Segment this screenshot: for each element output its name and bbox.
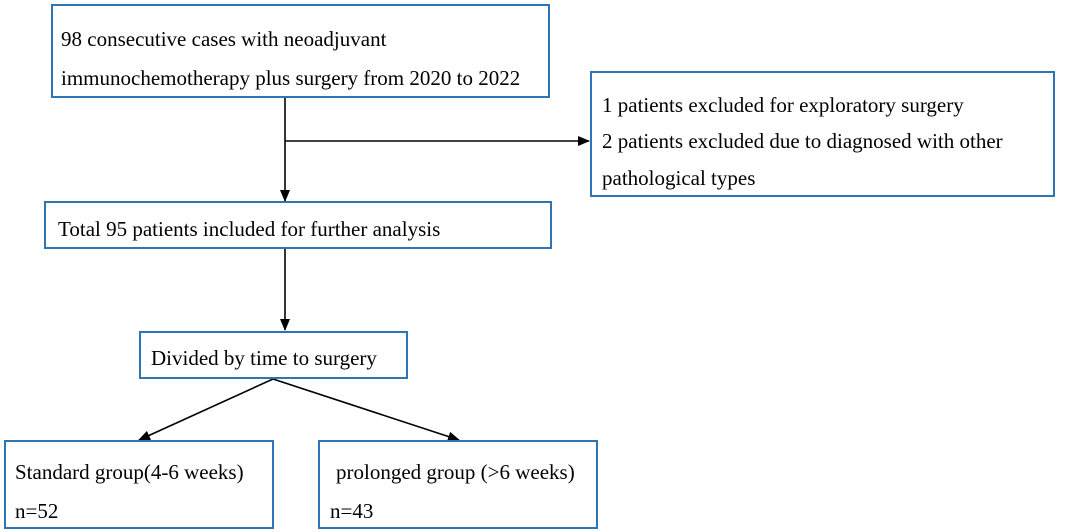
box-divided-by-time: Divided by time to surgery [139, 331, 408, 379]
excluded-line-2: 2 patients excluded due to diagnosed wit… [602, 129, 1003, 153]
excluded-line-3: pathological types [602, 166, 756, 190]
prolonged-line-1: prolonged group (>6 weeks) [336, 460, 575, 484]
cases-line-2: immunochemotherapy plus surgery from 202… [61, 66, 521, 90]
divided-line-1: Divided by time to surgery [151, 346, 377, 370]
arrow-divided-to-prolonged [272, 378, 460, 442]
prolonged-line-2: n=43 [330, 499, 374, 523]
cases-line-1: 98 consecutive cases with neoadjuvant [61, 27, 387, 51]
standard-line-1: Standard group(4-6 weeks) [15, 460, 244, 484]
box-excluded-patients: 1 patients excluded for exploratory surg… [590, 71, 1055, 197]
excluded-line-1: 1 patients excluded for exploratory surg… [602, 93, 964, 117]
standard-line-2: n=52 [15, 499, 59, 523]
box-prolonged-group: prolonged group (>6 weeks) n=43 [318, 440, 598, 529]
box-consecutive-cases: 98 consecutive cases with neoadjuvant im… [51, 4, 550, 98]
included-line-1: Total 95 patients included for further a… [58, 217, 441, 241]
box-total-included: Total 95 patients included for further a… [44, 201, 552, 249]
box-standard-group: Standard group(4-6 weeks) n=52 [4, 440, 274, 529]
arrow-divided-to-standard [138, 378, 274, 441]
